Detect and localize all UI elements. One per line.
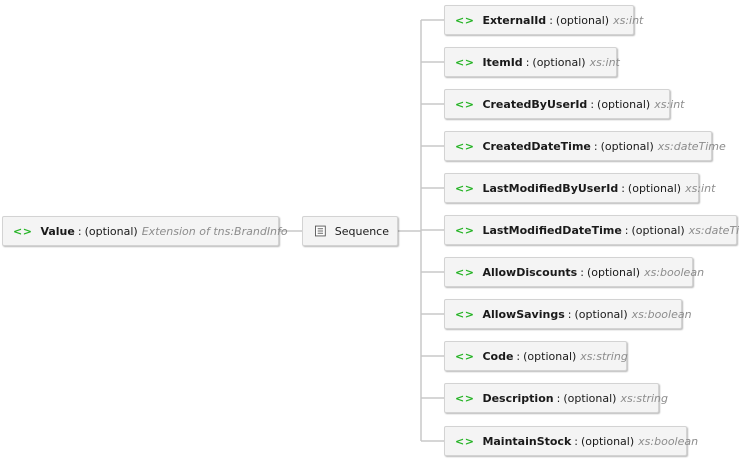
element-tag-icon: <> (455, 97, 475, 111)
child-element-node[interactable]: <> Code : (optional) xs:string (444, 341, 628, 371)
element-tag-icon: <> (455, 139, 475, 153)
element-type: xs:string (580, 349, 628, 363)
element-type: xs:dateTime (657, 139, 726, 153)
optional-label: (optional) (523, 349, 577, 363)
element-type: xs:boolean (631, 307, 692, 321)
separator: : (567, 307, 572, 321)
sequence-label: Sequence (334, 224, 389, 238)
optional-label: (optional) (600, 139, 654, 153)
element-name: Code (482, 349, 514, 363)
optional-label: (optional) (532, 55, 586, 69)
element-name: Description (482, 391, 554, 405)
optional-label: (optional) (563, 391, 617, 405)
sequence-node[interactable]: Sequence (302, 216, 398, 246)
optional-label: (optional) (597, 97, 651, 111)
element-tag-icon: <> (455, 223, 475, 237)
element-type: xs:string (620, 391, 669, 405)
element-type: xs:int (654, 97, 685, 111)
element-name: Value (40, 224, 75, 238)
element-tag-icon: <> (455, 434, 475, 448)
sequence-list-icon (315, 225, 326, 237)
child-element-node[interactable]: <> LastModifiedDateTime : (optional) xs:… (444, 215, 739, 245)
child-element-node[interactable]: <> AllowSavings : (optional) xs:boolean (444, 299, 692, 329)
element-name: AllowDiscounts (482, 265, 578, 279)
separator: : (574, 434, 578, 448)
separator: : (590, 97, 595, 111)
element-name: LastModifiedDateTime (482, 223, 622, 237)
separator: : (549, 13, 553, 27)
optional-label: (optional) (574, 307, 628, 321)
child-element-node[interactable]: <> Description : (optional) xs:string (444, 383, 668, 413)
separator: : (580, 265, 584, 279)
child-element-node[interactable]: <> ExternalId : (optional) xs:int (444, 5, 643, 35)
optional-label: (optional) (627, 181, 682, 195)
child-element-node[interactable]: <> MaintainStock : (optional) xs:boolean (444, 426, 698, 456)
element-name: AllowSavings (482, 307, 565, 321)
root-element-node[interactable]: <> Value : (optional) Extension of tns:B… (2, 216, 288, 246)
separator: : (556, 391, 561, 405)
element-tag-icon: <> (455, 55, 475, 69)
element-type: xs:boolean (644, 265, 705, 279)
element-tag-icon: <> (455, 307, 475, 321)
element-name: LastModifiedByUserId (482, 181, 619, 195)
element-tag-icon: <> (455, 13, 475, 27)
element-name: MaintainStock (482, 434, 572, 448)
element-name: ExternalId (482, 13, 547, 27)
element-name: CreatedDateTime (482, 139, 591, 153)
element-tag-icon: <> (455, 265, 475, 279)
separator: : (624, 223, 629, 237)
element-name: ItemId (482, 55, 523, 69)
separator: : (77, 224, 82, 238)
element-tag-icon: <> (455, 349, 475, 363)
element-type: xs:dateTime (688, 223, 739, 237)
separator: : (593, 139, 598, 153)
child-element-node[interactable]: <> AllowDiscounts : (optional) xs:boolea… (444, 257, 704, 287)
element-type: xs:int (589, 55, 620, 69)
element-name: CreatedByUserId (482, 97, 588, 111)
element-type: xs:int (613, 13, 644, 27)
element-type: xs:boolean (638, 434, 699, 448)
optional-label: (optional) (84, 224, 138, 238)
optional-label: (optional) (631, 223, 685, 237)
separator: : (525, 55, 530, 69)
optional-label: (optional) (555, 13, 610, 27)
optional-label: (optional) (580, 434, 635, 448)
element-type: xs:int (685, 181, 716, 195)
element-tag-icon: <> (455, 181, 475, 195)
child-element-node[interactable]: <> LastModifiedByUserId : (optional) xs:… (444, 173, 715, 203)
element-tag-icon: <> (13, 224, 33, 238)
element-tag-icon: <> (455, 391, 475, 405)
optional-label: (optional) (586, 265, 641, 279)
separator: : (516, 349, 521, 363)
child-element-node[interactable]: <> ItemId : (optional) xs:int (444, 47, 620, 77)
child-element-node[interactable]: <> CreatedDateTime : (optional) xs:dateT… (444, 131, 726, 161)
element-type: Extension of tns:BrandInfo (141, 224, 288, 238)
separator: : (621, 181, 625, 195)
child-element-node[interactable]: <> CreatedByUserId : (optional) xs:int (444, 89, 685, 119)
